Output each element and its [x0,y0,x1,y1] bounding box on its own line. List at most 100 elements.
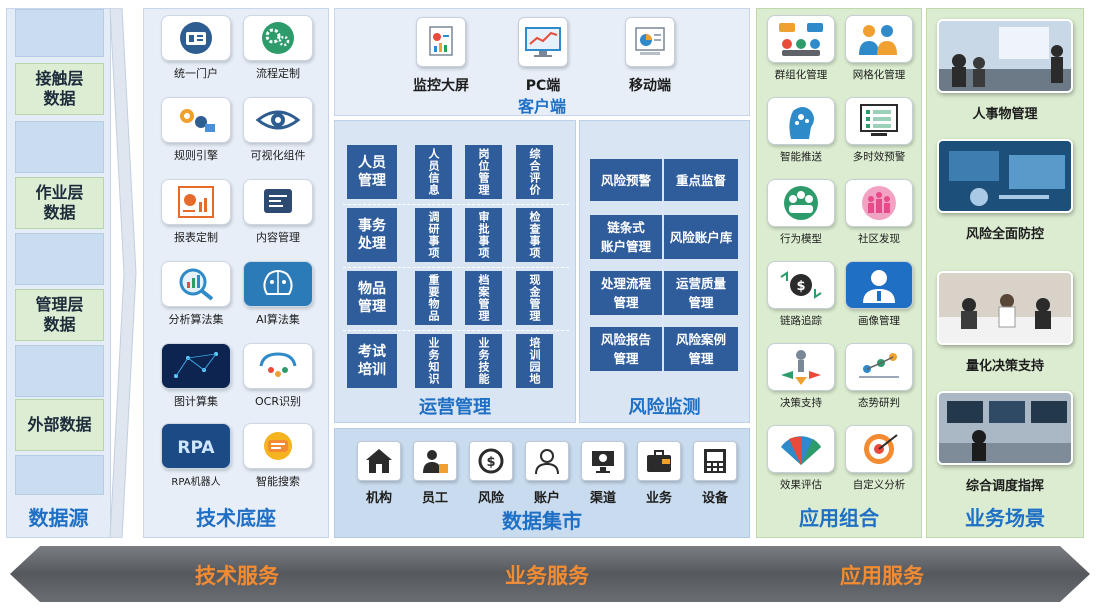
ops-cell[interactable]: 重要物品 [415,271,452,325]
scene-item-command[interactable]: 综合调度指挥 [935,391,1075,494]
app-item-trace[interactable]: $ 链路追踪 [761,261,841,328]
app-item-decision[interactable]: 决策支持 [761,343,841,410]
data-source-title: 数据源 [28,506,89,530]
tech-item-search[interactable]: 智能搜索 [238,423,318,489]
risk-cell[interactable]: 风险预警 [590,159,662,201]
mart-item-device[interactable]: 设备 [689,441,741,506]
client-item-pc[interactable]: PC端 [503,17,583,95]
ops-cell[interactable]: 岗位管理 [465,145,502,199]
risk-cell[interactable]: 运营质量 管理 [664,271,738,315]
operations-panel: 人员 管理 人员信息 岗位管理 综合评价 事务 处理 调研事项 审批事项 检查事… [334,120,576,423]
app-item-situation[interactable]: 态势研判 [839,343,919,410]
risk-cell[interactable]: 链条式 账户管理 [590,215,662,259]
mart-item-account[interactable]: 账户 [521,441,573,506]
ops-cell[interactable]: 档案管理 [465,271,502,325]
data-source-spacer [15,233,104,285]
tech-item-graph[interactable]: 图计算集 [156,343,236,409]
app-combo-title: 应用组合 [799,506,879,530]
ops-cell[interactable]: 审批事项 [465,208,502,262]
risk-cell[interactable]: 风险案例 管理 [664,327,738,371]
ops-row-head[interactable]: 考试 培训 [347,334,397,388]
mart-item-risk[interactable]: $ 风险 [465,441,517,506]
app-item-evaluation[interactable]: 效果评估 [761,425,841,492]
mart-label: 渠道 [589,491,616,506]
tech-item-rpa[interactable]: RPA RPA机器人 [156,423,236,488]
ops-cell[interactable]: 调研事项 [415,208,452,262]
tech-item-rules[interactable]: 规则引擎 [156,97,236,163]
client-label: 监控大屏 [413,78,469,94]
ops-cell[interactable]: 业务知识 [415,334,452,388]
evaluation-icon [767,425,835,473]
mart-label: 账户 [533,491,560,506]
risk-cell[interactable]: 重点监督 [664,159,738,201]
client-label: PC端 [525,78,561,94]
ops-row-head[interactable]: 事务 处理 [347,208,397,262]
data-source-item-external: 外部数据 [15,399,104,451]
scene-label: 综合调度指挥 [965,479,1044,494]
scene-item-hr[interactable]: 人事物管理 [935,19,1075,122]
tech-item-report[interactable]: 报表定制 [156,179,236,245]
ops-cell[interactable]: 综合评价 [516,145,553,199]
app-item-profile[interactable]: 画像管理 [839,261,919,328]
ops-row-head[interactable]: 人员 管理 [347,145,397,199]
svg-text:$: $ [796,279,805,294]
situation-icon [845,343,913,391]
app-combo-panel: 群组化管理 网格化管理 智能推送 多时效预警 行为模型 社区发现 $ 链路追踪 … [756,8,922,538]
ops-row-head[interactable]: 物品 管理 [347,271,397,325]
tech-label: 内容管理 [256,231,300,244]
data-source-label: 管理层 数据 [35,295,84,334]
risk-cell[interactable]: 风险报告 管理 [590,327,662,371]
mart-item-channel[interactable]: 渠道 [577,441,629,506]
app-label: 群组化管理 [774,69,828,81]
app-label: 智能推送 [780,151,822,163]
tech-item-workflow[interactable]: 流程定制 [238,15,318,81]
data-source-label: 外部数据 [27,415,92,434]
app-item-grid[interactable]: 网格化管理 [839,15,919,82]
app-item-community[interactable]: 社区发现 [839,179,919,246]
flow-arrow-icon [109,8,137,538]
meeting-photo [937,19,1073,93]
tech-label: OCR识别 [255,395,301,408]
app-item-push[interactable]: 智能推送 [761,97,841,164]
data-mart-title: 数据集市 [502,509,582,533]
app-item-behavior[interactable]: 行为模型 [761,179,841,246]
app-item-alert[interactable]: 多时效预警 [839,97,919,164]
client-item-mobile[interactable]: 移动端 [610,17,690,95]
scene-item-risk[interactable]: 风险全面防控 [935,139,1075,242]
ops-cell[interactable]: 人员信息 [415,145,452,199]
services-arrow-icon [10,546,1090,602]
ops-cell[interactable]: 培训园地 [516,334,553,388]
ops-cell[interactable]: 检查事项 [516,208,553,262]
tech-item-analytics[interactable]: 分析算法集 [156,261,236,327]
client-item-monitor[interactable]: 监控大屏 [401,17,481,95]
data-source-item-contact: 接触层 数据 [15,63,104,115]
ops-cell[interactable]: 业务技能 [465,334,502,388]
data-source-label: 接触层 数据 [35,69,84,108]
tech-item-portal[interactable]: 统一门户 [156,15,236,81]
app-item-custom[interactable]: 自定义分析 [839,425,919,492]
tech-label: 报表定制 [174,231,218,244]
scene-label: 人事物管理 [972,107,1038,122]
mart-item-org[interactable]: 机构 [353,441,405,506]
tech-item-visual[interactable]: 可视化组件 [238,97,318,163]
data-source-panel: 接触层 数据 作业层 数据 管理层 数据 外部数据 数据源 [6,8,111,538]
scene-item-decision[interactable]: 量化决策支持 [935,271,1075,374]
risk-cell[interactable]: 处理流程 管理 [590,271,662,315]
multi-alert-icon [845,97,913,145]
data-source-spacer [15,9,104,57]
behavior-model-icon [767,179,835,227]
mart-item-business[interactable]: 业务 [633,441,685,506]
tech-item-content[interactable]: 内容管理 [238,179,318,245]
ops-cell[interactable]: 现金管理 [516,271,553,325]
tech-base-title: 技术底座 [196,506,276,530]
mart-item-employee[interactable]: 员工 [409,441,461,506]
mobile-icon [625,17,675,67]
device-icon [693,441,737,481]
tech-item-ai[interactable]: AI算法集 [238,261,318,327]
risk-icon: $ [469,441,513,481]
risk-cell[interactable]: 风险账户库 [664,215,738,259]
data-source-item-management: 管理层 数据 [15,289,104,341]
tech-item-ocr[interactable]: OCR识别 [238,343,318,409]
app-item-group[interactable]: 群组化管理 [761,15,841,82]
tech-label: AI算法集 [256,313,300,326]
